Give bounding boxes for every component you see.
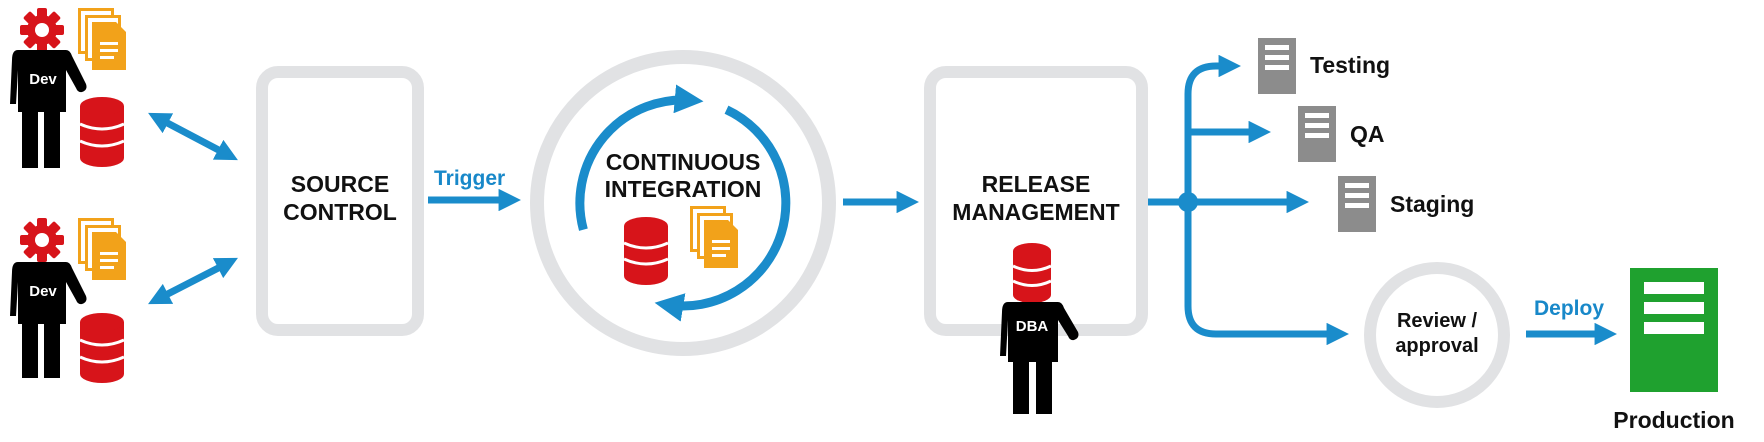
production-label: Production <box>1613 407 1734 433</box>
developer-badge: Dev <box>29 71 57 88</box>
documents-icon <box>78 218 126 280</box>
production-server-icon <box>1630 268 1718 392</box>
gear-icon <box>20 218 64 262</box>
trigger-label: Trigger <box>434 167 505 190</box>
dev2-sync-arrow <box>148 257 238 305</box>
source-control-label-line1: SOURCE <box>291 171 389 197</box>
qa-label: QA <box>1350 121 1385 147</box>
gear-icon <box>20 8 64 52</box>
testing-label: Testing <box>1310 52 1390 78</box>
database-icon <box>79 97 125 167</box>
ci-label-line2: INTEGRATION <box>605 176 762 202</box>
developer-1: Dev <box>10 8 126 168</box>
dba-person: DBA <box>1000 243 1079 414</box>
review-approval-circle <box>1364 262 1510 408</box>
ci-label-line1: CONTINUOUS <box>606 149 761 175</box>
database-icon <box>623 217 669 285</box>
database-icon <box>79 313 125 383</box>
documents-icon <box>78 8 126 70</box>
staging-server-icon <box>1338 176 1376 232</box>
dev1-sync-arrow <box>148 112 238 161</box>
staging-label: Staging <box>1390 191 1474 217</box>
documents-icon <box>690 206 738 268</box>
review-label-line2: approval <box>1395 335 1478 357</box>
developer-badge: Dev <box>29 283 57 300</box>
dba-badge: DBA <box>1016 318 1049 335</box>
qa-server-icon <box>1298 106 1336 162</box>
database-icon <box>1012 243 1052 303</box>
release-label-line1: RELEASE <box>982 171 1091 197</box>
release-branch-arrows <box>1148 54 1349 346</box>
branch-junction-dot <box>1178 192 1198 212</box>
person-icon <box>10 50 87 168</box>
release-label-line2: MANAGEMENT <box>952 199 1119 225</box>
source-control-label-line2: CONTROL <box>283 199 397 225</box>
review-label-line1: Review / <box>1397 310 1477 332</box>
person-icon <box>1000 302 1079 414</box>
ci-cycle-arrow-bottom <box>654 105 791 322</box>
testing-server-icon <box>1258 38 1296 94</box>
ci-cycle-arrow-top <box>575 84 704 231</box>
deploy-label: Deploy <box>1534 297 1604 320</box>
source-control-box <box>256 66 424 336</box>
person-icon <box>10 262 87 378</box>
developer-2: Dev <box>10 218 126 383</box>
